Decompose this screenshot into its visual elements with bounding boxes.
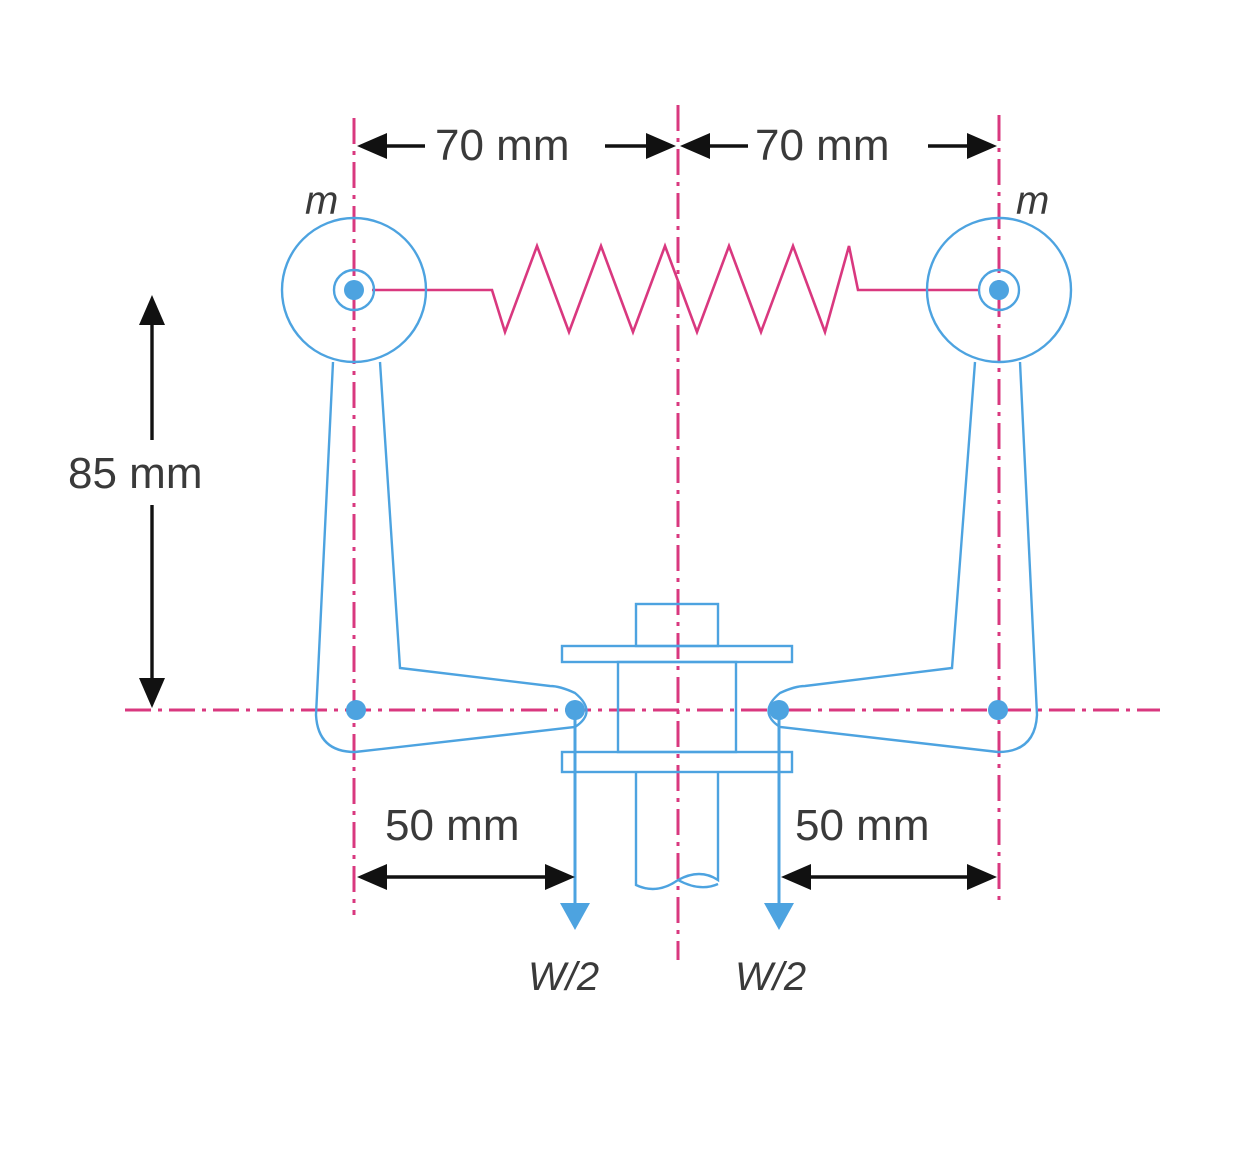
left-fulcrum-pin — [346, 700, 366, 720]
arrowhead — [139, 295, 165, 325]
sleeve-lower-flange — [560, 750, 794, 774]
arrowhead — [967, 864, 997, 890]
arrowhead — [139, 678, 165, 708]
arrowhead — [357, 864, 387, 890]
left-load-arrowhead — [560, 903, 590, 930]
right-ball-pin-ring — [977, 268, 1021, 312]
right-lever-body — [767, 361, 1039, 754]
bottom-right-dim-label: 50 mm — [795, 801, 929, 850]
arrowhead — [781, 864, 811, 890]
left-ball-pin — [344, 280, 364, 300]
arrowhead — [967, 133, 997, 159]
mass-left-label: m — [305, 179, 338, 223]
arrowhead — [680, 133, 710, 159]
load-right-label: W/2 — [735, 955, 806, 999]
arrowhead — [646, 133, 676, 159]
dimension-top-right — [680, 133, 997, 159]
bottom-left-dim-label: 50 mm — [385, 801, 519, 850]
right-bell-crank — [767, 216, 1073, 754]
left-lever-body — [314, 361, 588, 754]
spring — [372, 242, 980, 337]
right-load-arrowhead — [764, 903, 794, 930]
spindle-break — [677, 878, 719, 889]
left-bell-crank — [280, 216, 588, 754]
right-ball — [925, 216, 1073, 364]
vertical-dim-label: 85 mm — [68, 449, 202, 498]
left-ball-pin-ring — [332, 268, 376, 312]
arrowhead — [357, 133, 387, 159]
left-ball — [280, 216, 428, 364]
dimension-bottom-left — [357, 864, 575, 890]
dimension-bottom-right — [781, 864, 997, 890]
mass-right-label: m — [1016, 179, 1049, 223]
right-fulcrum-pin — [988, 700, 1008, 720]
dimension-top-left — [357, 133, 676, 159]
centerlines — [125, 105, 1160, 960]
load-left-label: W/2 — [528, 955, 599, 999]
right-ball-pin — [989, 280, 1009, 300]
dimension-vertical — [139, 295, 165, 708]
arrowhead — [545, 864, 575, 890]
top-left-dim-label: 70 mm — [435, 121, 569, 170]
sleeve-assembly — [560, 602, 794, 891]
top-right-dim-label: 70 mm — [755, 121, 889, 170]
load-arrows — [560, 710, 794, 930]
